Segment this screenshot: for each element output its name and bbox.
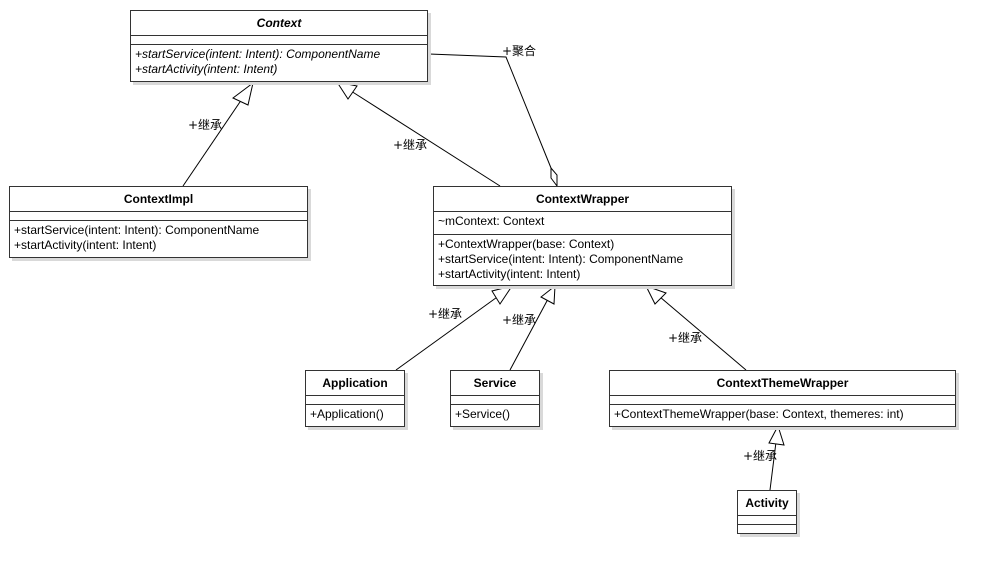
aggregation-diamond bbox=[550, 166, 558, 188]
methods-section: +startService(intent: Intent): Component… bbox=[131, 45, 427, 79]
methods-section bbox=[738, 525, 796, 533]
class-name: Application bbox=[306, 371, 404, 396]
attributes-section: ~mContext: Context bbox=[434, 212, 731, 235]
class-contextthemewrapper[interactable]: ContextThemeWrapper +ContextThemeWrapper… bbox=[609, 370, 956, 427]
edge-contextwrapper-aggregates-context bbox=[428, 53, 558, 188]
attributes-section bbox=[738, 516, 796, 525]
inheritance-arrowhead bbox=[491, 285, 514, 305]
edge-contextwrapper-inherits-context bbox=[335, 81, 501, 187]
method: +Application() bbox=[310, 407, 384, 421]
aggregate-label: +聚合 bbox=[502, 44, 537, 58]
method: +startActivity(intent: Intent) bbox=[438, 267, 581, 281]
class-service[interactable]: Service +Service() bbox=[450, 370, 540, 427]
attributes-section bbox=[451, 396, 539, 405]
edge-service-inherits-contextwrapper bbox=[509, 284, 556, 371]
class-application[interactable]: Application +Application() bbox=[305, 370, 405, 427]
method: +ContextWrapper(base: Context) bbox=[438, 237, 615, 251]
inheritance-arrowhead bbox=[768, 424, 785, 446]
inheritance-arrowhead bbox=[232, 81, 254, 106]
class-contextimpl[interactable]: ContextImpl +startService(intent: Intent… bbox=[9, 186, 308, 258]
edge-contextthemewrapper-inherits-contextwrapper bbox=[645, 285, 747, 371]
inherit-label-contextwrapper: +继承 bbox=[393, 138, 428, 152]
inherit-label-application: +继承 bbox=[428, 307, 463, 321]
methods-section: +startService(intent: Intent): Component… bbox=[10, 221, 307, 255]
methods-section: +ContextThemeWrapper(base: Context, them… bbox=[610, 405, 955, 424]
class-context[interactable]: Context +startService(intent: Intent): C… bbox=[130, 10, 428, 82]
attribute: ~mContext: Context bbox=[438, 214, 545, 228]
class-name: Activity bbox=[738, 491, 796, 516]
class-name: ContextWrapper bbox=[434, 187, 731, 212]
method: +startActivity(intent: Intent) bbox=[135, 62, 278, 76]
methods-section: +Service() bbox=[451, 405, 539, 424]
method: +ContextThemeWrapper(base: Context, them… bbox=[614, 407, 904, 421]
inheritance-arrowhead bbox=[540, 284, 556, 305]
methods-section: +Application() bbox=[306, 405, 404, 424]
class-contextwrapper[interactable]: ContextWrapper ~mContext: Context +Conte… bbox=[433, 186, 732, 286]
attributes-section bbox=[131, 36, 427, 45]
inheritance-arrowhead bbox=[645, 285, 667, 305]
inheritance-arrowhead bbox=[335, 81, 358, 100]
class-name: Service bbox=[451, 371, 539, 396]
edge-contextimpl-inherits-context bbox=[182, 81, 254, 187]
class-name: ContextImpl bbox=[10, 187, 307, 212]
class-name: ContextThemeWrapper bbox=[610, 371, 955, 396]
inherit-label-activity: +继承 bbox=[743, 449, 778, 463]
attributes-section bbox=[610, 396, 955, 405]
attributes-section bbox=[10, 212, 307, 221]
edge-activity-inherits-contextthemewrapper bbox=[768, 424, 785, 491]
method: +Service() bbox=[455, 407, 511, 421]
inherit-label-contextthemewrapper: +继承 bbox=[668, 331, 703, 345]
method: +startActivity(intent: Intent) bbox=[14, 238, 157, 252]
method: +startService(intent: Intent): Component… bbox=[438, 252, 684, 266]
attributes-section bbox=[306, 396, 404, 405]
inherit-label-service: +继承 bbox=[502, 313, 537, 327]
methods-section: +ContextWrapper(base: Context) +startSer… bbox=[434, 235, 731, 284]
class-name: Context bbox=[131, 11, 427, 36]
method: +startService(intent: Intent): Component… bbox=[14, 223, 260, 237]
inherit-label-contextimpl: +继承 bbox=[188, 118, 223, 132]
edge-application-inherits-contextwrapper bbox=[395, 285, 514, 371]
class-activity[interactable]: Activity bbox=[737, 490, 797, 534]
method: +startService(intent: Intent): Component… bbox=[135, 47, 381, 61]
